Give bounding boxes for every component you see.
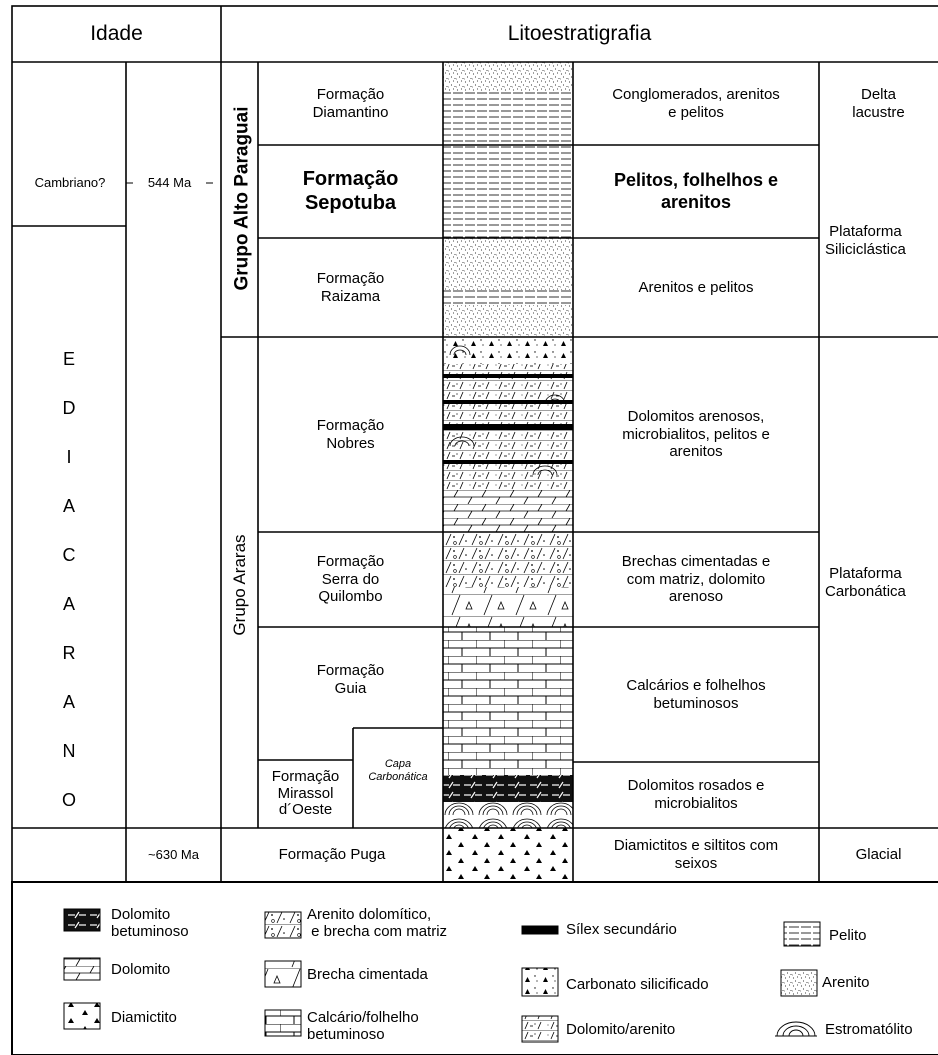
legend-label-arenito-dolomitico: Arenito dolomítico, e brecha com matriz: [307, 906, 448, 941]
column-silex-2: [443, 400, 573, 404]
column-quilombo-cimentada: [443, 587, 573, 627]
period-letter: R: [62, 642, 76, 663]
lithology-raizama: Arenitos e pelitos: [638, 278, 754, 296]
environment-plataforma-siliciclastica: Plataforma Siliciclástica: [825, 223, 906, 258]
legend-label-estromatolito: Estromatólito: [825, 1021, 913, 1038]
legend-label-dolomito-betuminoso: Dolomito betuminoso: [111, 906, 189, 941]
legend-label-pelito: Pelito: [829, 927, 867, 944]
formation-puga: Formação Puga: [278, 846, 386, 864]
column-nobres-stromatolites: [449, 345, 566, 476]
legend-swatch-arenito-dolomitico: [264, 911, 302, 939]
lithology-puga: Diamictitos e siltitos com seixos: [613, 837, 779, 872]
table-grid: [11, 5, 938, 1055]
period-letter: A: [62, 495, 75, 516]
column-quilombo-matriz: [443, 532, 573, 587]
column-puga-diamictito: [443, 828, 573, 882]
column-guia-calcario: [443, 627, 573, 775]
legend-swatch-estromatolito: [775, 1021, 817, 1037]
column-silex-1: [443, 374, 573, 378]
legend-swatch-dolomito: [63, 957, 101, 981]
legend-label-arenito: Arenito: [822, 974, 870, 991]
period-letter: C: [62, 544, 76, 565]
column-diamantino-pelito: [443, 92, 573, 145]
age-cambriano: Cambriano?: [34, 175, 106, 191]
column-sepotuba: [443, 145, 573, 238]
header-litoestratigrafia: Litoestratigrafia: [507, 21, 652, 45]
column-raizama-pelito: [443, 290, 573, 305]
period-letter: D: [62, 397, 76, 418]
lithology-sepotuba: Pelitos, folhelhos e arenitos: [613, 170, 779, 212]
period-letter: A: [62, 593, 75, 614]
ediacaran-period-label: E D I A C A R A N O: [12, 335, 126, 825]
formation-sepotuba: Formação Sepotuba: [302, 167, 399, 214]
legend-label-calcario: Calcário/folhelho betuminoso: [307, 1009, 419, 1044]
legend-label-dolomito-arenito: Dolomito/arenito: [566, 1021, 676, 1038]
legend-swatch-carbonato-silicificado: [521, 967, 559, 997]
lithology-diamantino: Conglomerados, arenitos e pelitos: [612, 85, 780, 121]
period-letter: A: [62, 691, 75, 712]
legend-swatches: [63, 908, 821, 1043]
formation-capa-carbonatica: Capa Carbonática: [368, 758, 428, 783]
age-630-ma: ~630 Ma: [148, 847, 199, 863]
column-silex-4: [443, 460, 573, 464]
environment-glacial: Glacial: [855, 846, 902, 864]
formation-serra-do-quilombo: Formação Serra do Quilombo: [316, 552, 385, 606]
column-mirassol-dolomito-betuminoso: [443, 775, 573, 802]
group-alto-paraguai: Grupo Alto Paraguai: [231, 106, 253, 291]
legend-swatch-dolomito-arenito: [521, 1015, 559, 1043]
formation-mirassol-doeste: Formação Mirassol d´Oeste: [271, 767, 340, 819]
period-letter: E: [62, 348, 75, 369]
column-raizama-arenito-top: [443, 238, 573, 290]
formation-guia: Formação Guia: [316, 661, 385, 697]
lithology-nobres: Dolomitos arenosos, microbialitos, pelit…: [622, 407, 770, 461]
legend-label-brecha-cimentada: Brecha cimentada: [307, 966, 428, 983]
environment-plataforma-carbonatica: Plataforma Carbonática: [825, 564, 906, 600]
formation-diamantino: Formação Diamantino: [312, 85, 389, 121]
legend-swatch-arenito: [780, 969, 818, 997]
column-diamantino-arenito: [443, 62, 573, 92]
lithology-serra-do-quilombo: Brechas cimentadas e com matriz, dolomit…: [621, 552, 771, 606]
legend-swatch-pelito: [783, 921, 821, 947]
group-araras: Grupo Araras: [229, 534, 249, 636]
legend-label-silex: Sílex secundário: [566, 921, 677, 938]
age-544-ma: 544 Ma: [147, 175, 192, 191]
formation-nobres: Formação Nobres: [316, 416, 385, 452]
legend-swatch-calcario: [264, 1009, 302, 1037]
period-letter: I: [66, 446, 72, 467]
column-nobres-dolomito: [443, 490, 573, 532]
column-nobres-carbonato: [443, 337, 573, 364]
formation-raizama: Formação Raizama: [316, 269, 385, 305]
lithologic-column: [443, 62, 573, 882]
column-raizama-arenito-base: [443, 305, 573, 337]
header-idade: Idade: [90, 21, 143, 45]
legend-label-carbonato-silicificado: Carbonato silicificado: [566, 976, 709, 993]
column-mirassol-estromatolito: [443, 802, 573, 828]
legend-swatch-diamictito: [63, 1002, 101, 1030]
legend-swatch-brecha-cimentada: [264, 960, 302, 988]
lithology-guia: Calcários e folhelhos betuminosos: [626, 676, 766, 712]
legend-swatch-dolomito-betuminoso: [63, 908, 101, 932]
legend-label-dolomito: Dolomito: [111, 961, 171, 978]
period-letter: O: [61, 789, 76, 810]
period-letter: N: [62, 740, 76, 761]
column-silex-3: [443, 424, 573, 430]
lithology-mirassol: Dolomitos rosados e microbialitos: [627, 777, 765, 812]
legend-label-diamictito: Diamictito: [111, 1009, 177, 1026]
legend-swatch-silex: [521, 925, 559, 935]
environment-delta-lacustre: Delta lacustre: [852, 85, 905, 121]
